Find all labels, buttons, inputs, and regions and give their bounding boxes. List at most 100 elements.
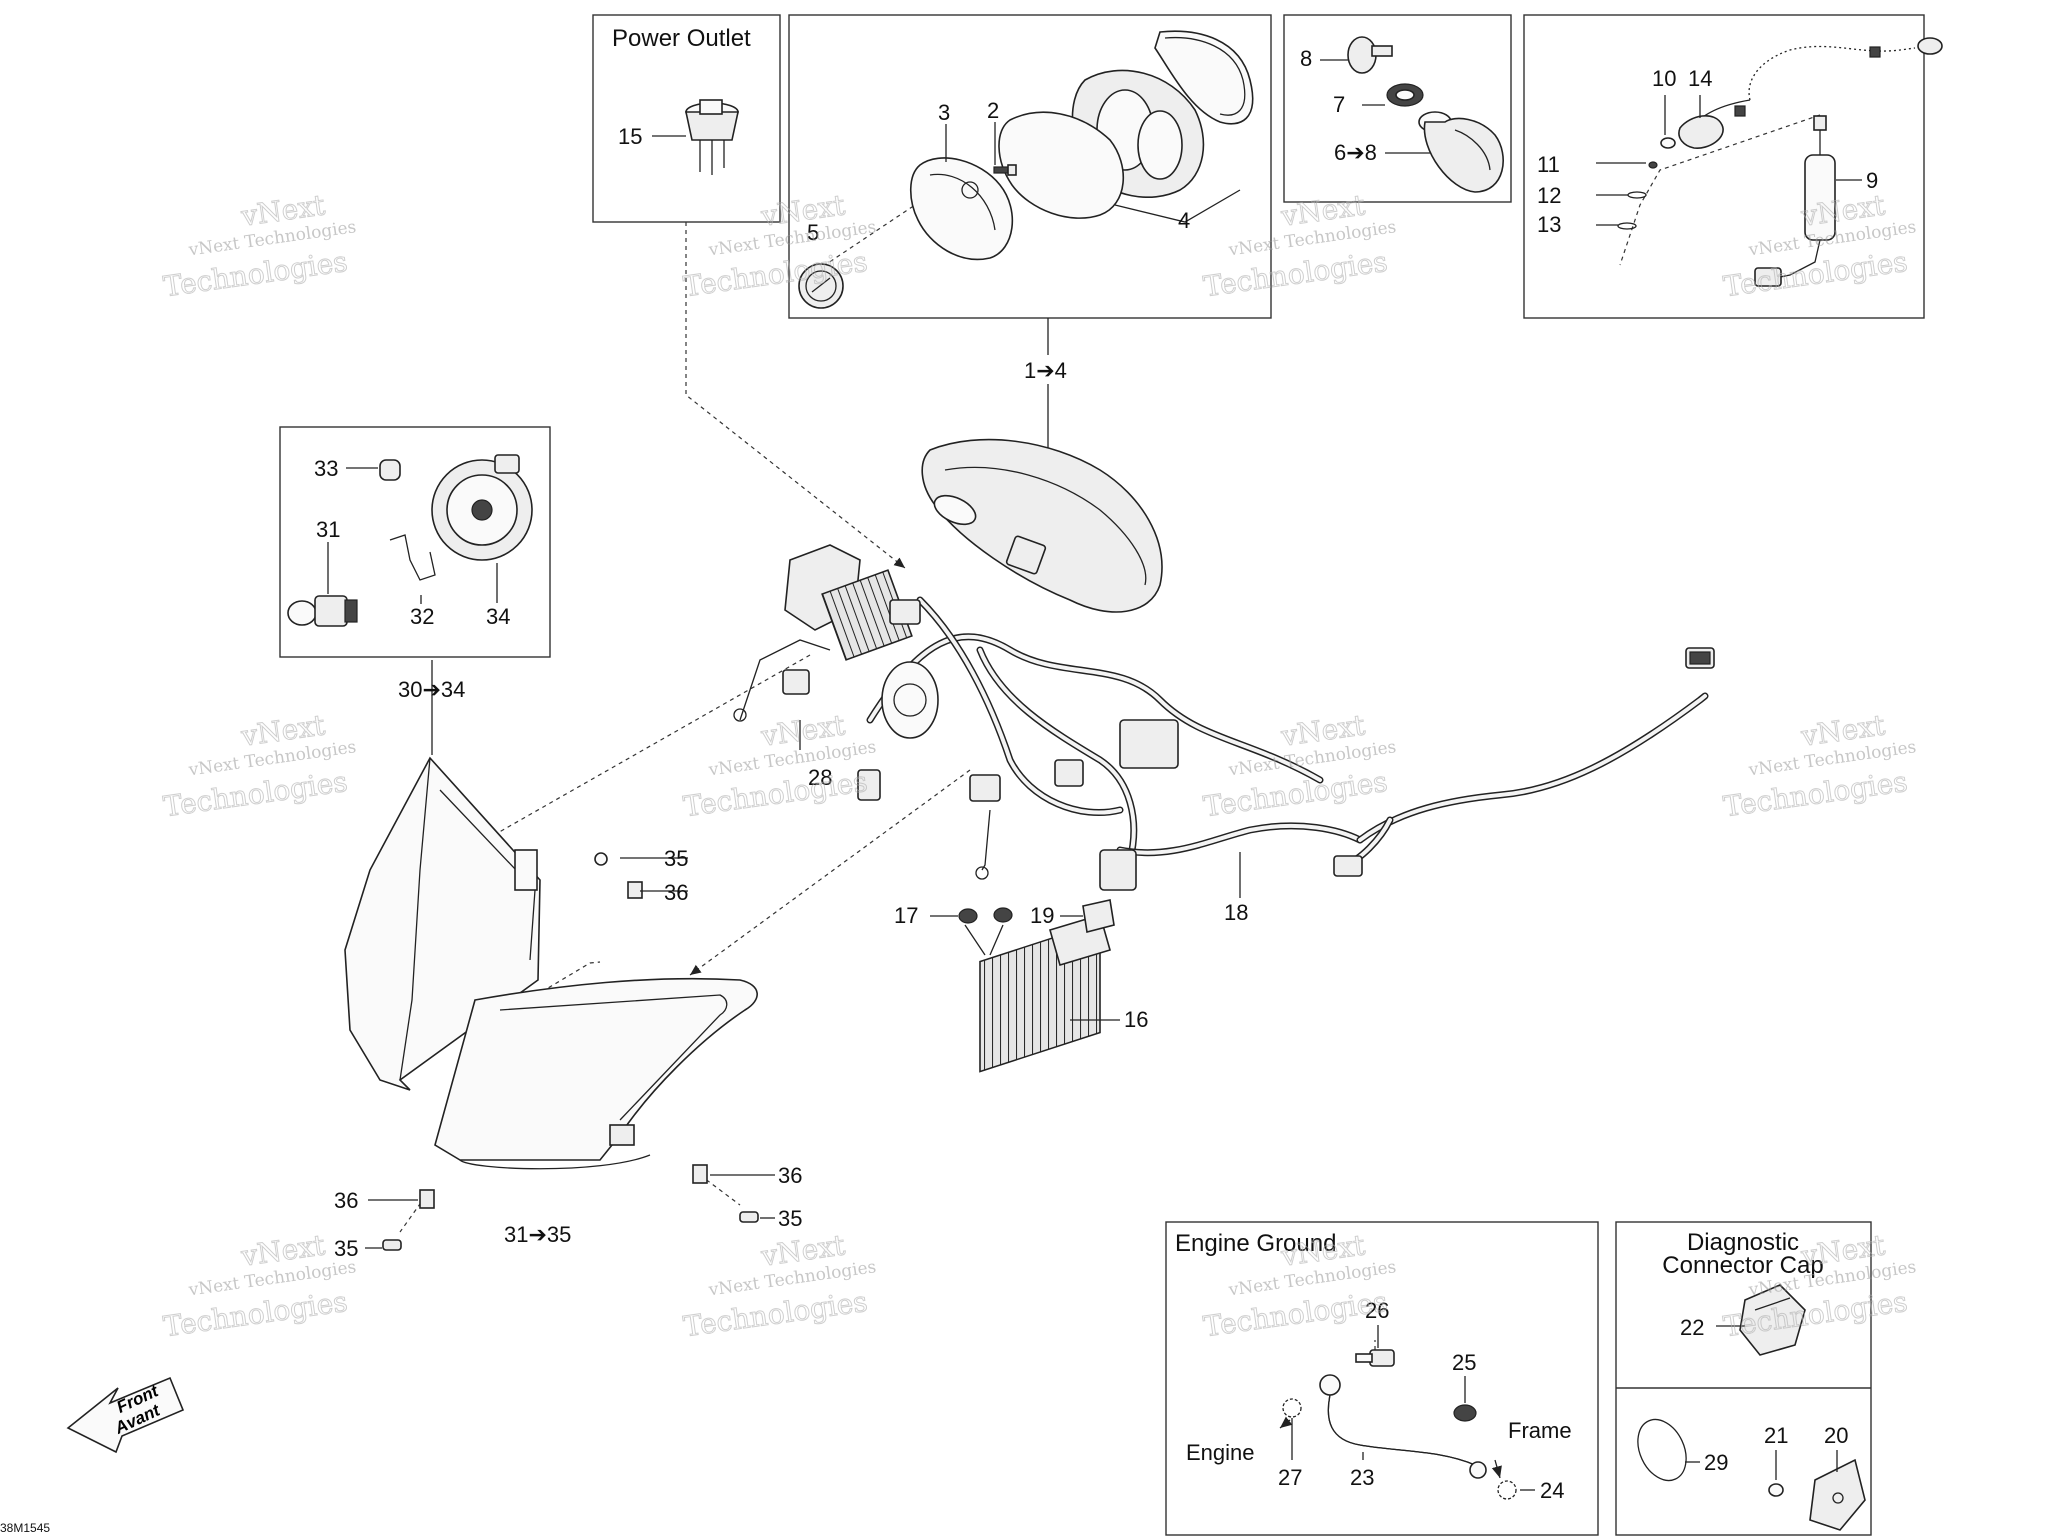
cluster-screw <box>993 164 1017 176</box>
callout-1-4: 1➔4 <box>1024 358 1067 383</box>
fastener-clip-right <box>692 1164 759 1223</box>
callout-23: 23 <box>1350 1465 1374 1490</box>
watermark-9: vNext vNext Technologies Technologies <box>161 1228 358 1344</box>
bulb-cap <box>379 459 401 481</box>
watermark-5: vNext vNext Technologies Technologies <box>161 708 358 824</box>
callout-31: 31 <box>316 517 340 542</box>
callout-29: 29 <box>1704 1450 1728 1475</box>
callout-16: 16 <box>1124 1007 1148 1032</box>
tether-cord-box <box>1523 14 1925 319</box>
diagnostic-bracket <box>1809 1458 1866 1531</box>
guide-headlamp-right <box>689 769 971 976</box>
bulb-retaining-spring <box>389 534 436 581</box>
watermark-4: vNext vNext Technologies Technologies <box>1721 188 1918 304</box>
headlamp-reflector <box>431 454 533 561</box>
callout-6-8: 6➔8 <box>1334 140 1377 165</box>
callout-25: 25 <box>1452 1350 1476 1375</box>
fastener-clip-upper <box>594 852 643 899</box>
engine-ground-title: Engine Ground <box>1175 1230 1336 1257</box>
instrument-cluster-assembly <box>921 438 1163 613</box>
ignition-switch-box <box>1283 14 1512 203</box>
callout-27: 27 <box>1278 1465 1302 1490</box>
instrument-cluster-box <box>788 14 1272 319</box>
harness-connector-end <box>1685 647 1715 669</box>
frame-label: Frame <box>1508 1418 1572 1443</box>
callout-2: 2 <box>987 98 999 123</box>
ignition-switch-body <box>1418 111 1504 193</box>
watermark-8: vNext vNext Technologies Technologies <box>1721 708 1918 824</box>
callout-28: 28 <box>808 765 832 790</box>
cluster-face-plate <box>909 157 1014 261</box>
watermark-1: vNext vNext Technologies Technologies <box>161 188 358 304</box>
callout-26: 26 <box>1365 1298 1389 1323</box>
callout-15: 15 <box>618 124 642 149</box>
callout-35-upper: 35 <box>664 846 688 871</box>
callout-13: 13 <box>1537 212 1561 237</box>
watermark-2: vNext vNext Technologies Technologies <box>681 188 878 304</box>
callout-9: 9 <box>1866 168 1878 193</box>
tether-coil-cord <box>1689 37 1943 131</box>
ignition-key <box>1347 36 1393 74</box>
tether-switch-body <box>1754 115 1836 287</box>
headlamp-bulb-box <box>279 426 551 658</box>
ground-bolt <box>1355 1349 1395 1367</box>
callout-12: 12 <box>1537 183 1561 208</box>
callout-8: 8 <box>1300 46 1312 71</box>
engine-ground-box <box>1165 1221 1599 1536</box>
callout-33: 33 <box>314 456 338 481</box>
guide-power-outlet <box>685 222 906 569</box>
main-wiring-harness <box>733 596 1709 880</box>
fastener-clip-left <box>382 1189 435 1251</box>
callout-36-right: 36 <box>778 1163 802 1188</box>
callout-10: 10 <box>1652 66 1676 91</box>
guide-tether <box>1619 114 1821 266</box>
watermark-6: vNext vNext Technologies Technologies <box>681 708 878 824</box>
callout-30-34: 30➔34 <box>398 677 465 702</box>
power-outlet-title: Power Outlet <box>612 25 751 52</box>
watermark-10: vNext vNext Technologies Technologies <box>681 1228 878 1344</box>
callout-4: 4 <box>1178 208 1190 233</box>
relay-module <box>784 544 921 661</box>
front-direction-arrow <box>66 1376 185 1454</box>
star-washer-engine <box>1282 1398 1302 1418</box>
callout-22: 22 <box>1680 1315 1704 1340</box>
cluster-bracket-line <box>1114 189 1241 223</box>
callout-7: 7 <box>1333 92 1345 117</box>
harness-center-block <box>881 661 939 739</box>
voltage-regulator <box>979 914 1111 1073</box>
callout-18: 18 <box>1224 900 1248 925</box>
gauge-dial <box>798 263 844 309</box>
callout-32: 32 <box>410 604 434 629</box>
ground-nut <box>1453 1404 1477 1422</box>
callout-21: 21 <box>1764 1423 1788 1448</box>
guide-gauge <box>809 194 931 276</box>
callout-labels: 1➔4 2 3 4 5 6➔8 7 8 9 10 11 12 13 14 15 … <box>314 46 1878 1503</box>
headlamp-bulb <box>287 595 358 627</box>
diagnostic-connector-cap <box>1739 1284 1806 1356</box>
tether-cap <box>1678 115 1724 149</box>
guide-headlamp-left <box>479 654 811 844</box>
diagnostic-title-line1: Diagnostic <box>1687 1229 1799 1256</box>
watermark-7: vNext vNext Technologies Technologies <box>1201 708 1398 824</box>
callout-31-35: 31➔35 <box>504 1222 571 1247</box>
callout-17: 17 <box>894 903 918 928</box>
power-outlet-part <box>685 99 739 175</box>
diagnostic-title-line2: Connector Cap <box>1662 1252 1823 1279</box>
regulator-nuts <box>958 907 1013 924</box>
cluster-gasket <box>1154 30 1254 125</box>
callout-11: 11 <box>1537 152 1560 177</box>
tether-switch-small-parts <box>1617 137 1676 230</box>
callout-34: 34 <box>486 604 510 629</box>
callout-5: 5 <box>807 220 819 245</box>
diagnostic-cap-box <box>1615 1221 1872 1536</box>
star-washer-frame <box>1497 1480 1517 1500</box>
callout-35-left: 35 <box>334 1236 358 1261</box>
regulator-connector <box>1082 899 1115 933</box>
callout-20: 20 <box>1824 1423 1848 1448</box>
callout-35-right: 35 <box>778 1206 802 1231</box>
cable-tie <box>1637 1418 1687 1482</box>
callout-24: 24 <box>1540 1478 1564 1503</box>
callout-36-left: 36 <box>334 1188 358 1213</box>
harness-connectors <box>782 669 1363 891</box>
